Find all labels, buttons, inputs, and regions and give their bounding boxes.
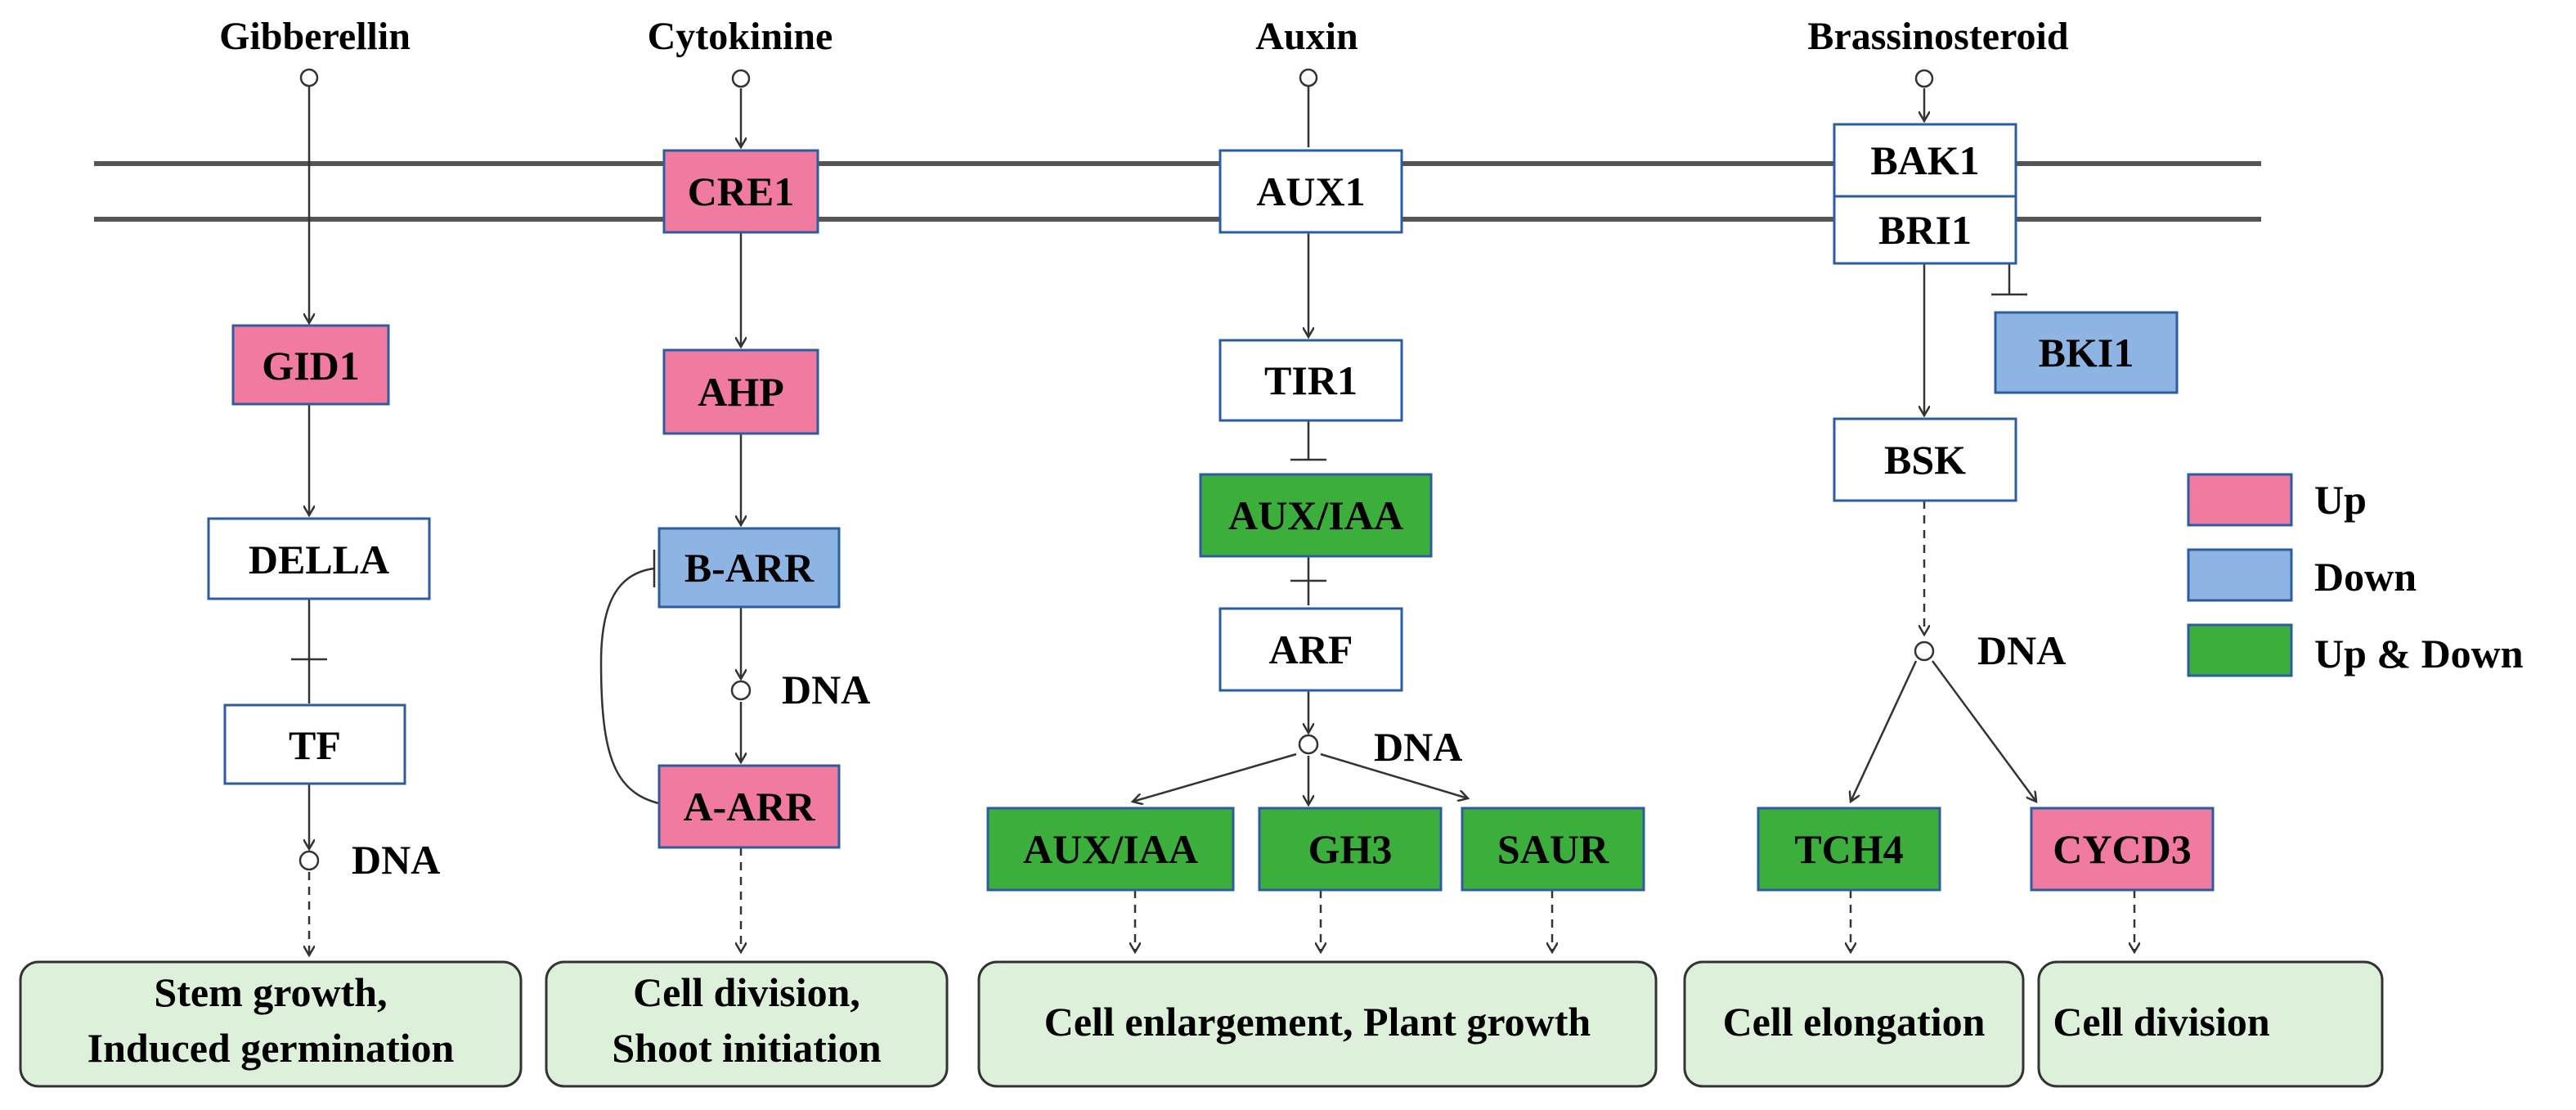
svg-text:GID1: GID1 [262,343,359,389]
dna-icon-gibberellin [298,850,320,871]
svg-text:BRI1: BRI1 [1878,207,1972,253]
svg-text:AUX/IAA: AUX/IAA [1023,826,1198,872]
dna-label-cytokinine: DNA [782,667,870,712]
gene-node-tir1: TIR1 [1218,339,1403,422]
svg-text:Down: Down [2314,554,2417,600]
brassinosteroid-ligand-icon [1914,69,1934,88]
pathway-connectors [291,87,2134,955]
svg-text:Up & Down: Up & Down [2314,631,2524,676]
svg-text:Cell division,: Cell division, [633,969,860,1015]
dna-label-brassinosteroid: DNA [1977,627,2066,673]
gene-node-saur: SAUR [1461,807,1645,892]
legend-item-up-down: Up & Down [2187,623,2524,677]
svg-text:CRE1: CRE1 [688,169,795,214]
outcome-cytokinine: Cell division, Shoot initiation [545,960,949,1088]
header-brassinosteroid: Brassinosteroid [1807,15,2068,58]
gene-node-bak1: BAK1 [1833,123,2017,198]
gene-node-ahp: AHP [662,348,819,435]
gene-node-aux-iaa: AUX/IAA [1199,473,1433,558]
svg-text:BKI1: BKI1 [2039,330,2134,375]
svg-text:Cell enlargement, Plant growth: Cell enlargement, Plant growth [1044,999,1591,1045]
gene-node-aux-iaa-target: AUX/IAA [986,807,1235,892]
svg-text:Up: Up [2314,477,2367,523]
svg-text:Cell division: Cell division [2053,999,2270,1045]
dna-label-gibberellin: DNA [352,837,440,883]
svg-text:Induced germination: Induced germination [88,1025,455,1071]
legend-item-down: Down [2187,548,2417,602]
legend: Up Down Up & Down [2187,473,2524,677]
svg-text:ARF: ARF [1269,627,1353,672]
gene-node-cycd3: CYCD3 [2030,807,2215,892]
svg-text:AUX1: AUX1 [1256,169,1365,214]
outcome-auxin: Cell enlargement, Plant growth [977,960,1658,1088]
svg-text:TCH4: TCH4 [1794,826,1903,872]
legend-item-up: Up [2187,473,2367,527]
svg-text:BAK1: BAK1 [1870,137,1979,183]
svg-text:A-ARR: A-ARR [683,784,815,829]
gibberellin-ligand-icon [299,68,319,88]
svg-text:Shoot initiation: Shoot initiation [612,1025,881,1071]
header-gibberellin: Gibberellin [219,15,411,58]
gene-node-gid1: GID1 [231,324,390,406]
dna-circles [298,640,1935,871]
gene-node-della: DELLA [207,517,431,600]
gene-node-arf: ARF [1218,607,1403,692]
outcome-cell-elongation: Cell elongation [1683,960,2025,1088]
gene-nodes: GID1 DELLA TF CRE1 AHP B-ARR A-ARR AU [207,123,2215,892]
auxin-ligand-icon [1299,68,1318,88]
gene-node-bri1: BRI1 [1833,195,2017,265]
svg-text:Stem growth,: Stem growth, [154,969,387,1015]
svg-text:AHP: AHP [698,369,784,415]
gene-node-tf: TF [223,703,406,785]
gene-node-a-arr: A-ARR [657,764,841,849]
svg-text:B-ARR: B-ARR [684,545,815,591]
cytokinine-ligand-icon [731,69,751,88]
svg-text:CYCD3: CYCD3 [2053,826,2191,872]
svg-text:TIR1: TIR1 [1264,357,1358,403]
outcome-boxes: Stem growth, Induced germination Cell di… [19,960,2384,1088]
svg-text:BSK: BSK [1884,437,1966,483]
gene-node-gh3: GH3 [1258,807,1443,892]
gene-node-aux1: AUX1 [1218,149,1403,234]
svg-text:AUX/IAA: AUX/IAA [1228,492,1403,538]
svg-text:GH3: GH3 [1308,826,1393,872]
gene-node-tch4: TCH4 [1757,807,1941,892]
gene-node-b-arr: B-ARR [657,527,841,609]
outcome-gibberellin: Stem growth, Induced germination [19,960,523,1088]
gene-node-bsk: BSK [1833,417,2017,502]
svg-text:TF: TF [289,722,341,768]
header-cytokinine: Cytokinine [648,15,833,58]
svg-text:SAUR: SAUR [1497,826,1609,872]
dna-icon-auxin [1298,734,1319,755]
svg-text:Cell elongation: Cell elongation [1723,999,1986,1045]
dna-icon-brassinosteroid [1914,640,1935,662]
gene-node-bki1: BKI1 [1994,311,2179,394]
dna-icon-cytokinine [730,680,752,701]
svg-text:DELLA: DELLA [249,537,389,582]
header-auxin: Auxin [1255,15,1358,58]
dna-label-auxin: DNA [1374,724,1462,770]
ligand-circles [299,68,1934,88]
gene-node-cre1: CRE1 [662,149,819,234]
outcome-cell-division: Cell division [2037,960,2384,1088]
